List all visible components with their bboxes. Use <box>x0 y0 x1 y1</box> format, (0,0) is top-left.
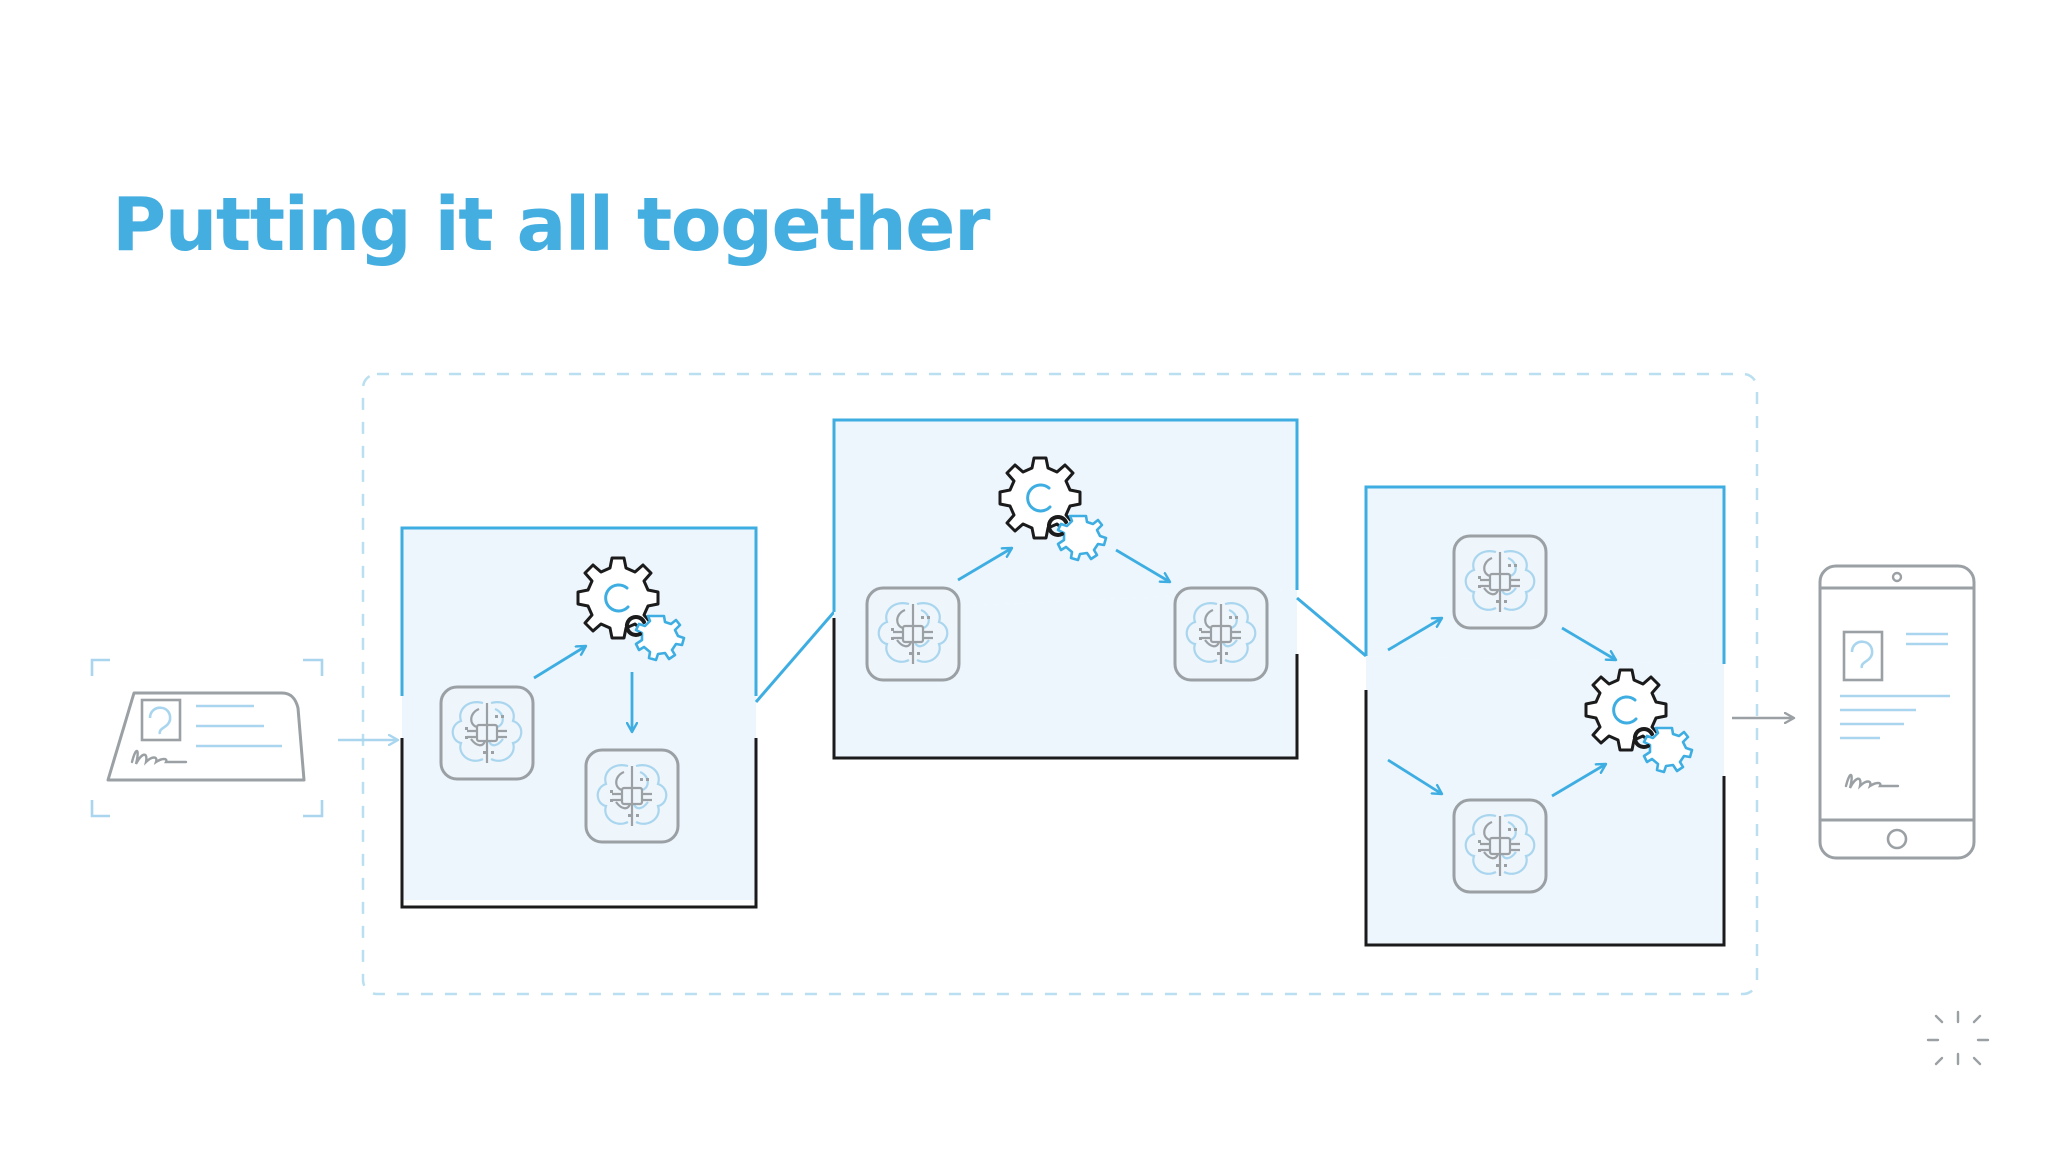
stage-connector <box>754 611 836 703</box>
model-icon <box>439 685 535 781</box>
model-icon <box>1173 586 1269 682</box>
flow-arrow <box>1387 616 1442 652</box>
stage-panel-1 <box>400 526 758 909</box>
flow-arrow <box>957 546 1012 582</box>
model-icon <box>865 586 961 682</box>
flow-arrow <box>1387 758 1442 794</box>
stage-panel-3 <box>1364 485 1726 947</box>
flow-arrow <box>1115 548 1170 584</box>
pipeline-boundary <box>361 372 1759 996</box>
flow-arrow <box>533 646 586 680</box>
flow-arrow <box>1561 626 1616 662</box>
stage-connector <box>1296 596 1367 658</box>
model-icon <box>1452 798 1548 894</box>
model-icon <box>1452 534 1548 630</box>
stage-panel-2 <box>832 418 1299 760</box>
sparkle-icon <box>1926 1010 1990 1066</box>
id-card-icon <box>90 658 324 818</box>
flow-arrow <box>1551 762 1606 798</box>
model-icon <box>584 748 680 844</box>
smartphone-document-icon <box>1818 564 1976 860</box>
slide-title: Putting it all together <box>112 182 991 268</box>
